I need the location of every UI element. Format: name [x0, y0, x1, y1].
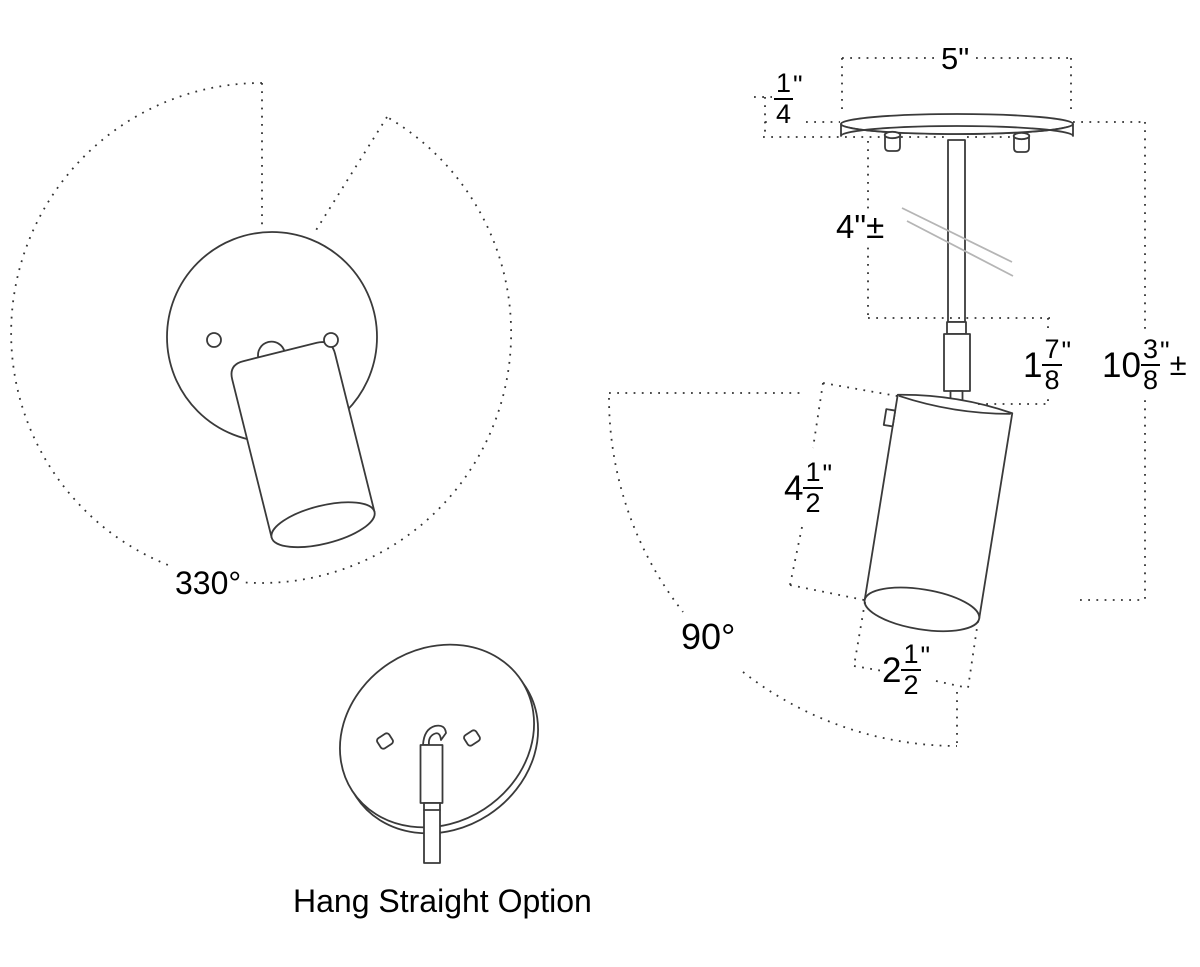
dim-stem-length-label: 4"± [834, 208, 887, 245]
dim-canopy-diameter-label: 5" [939, 41, 972, 76]
side-head-top-rim [898, 395, 1012, 415]
hs-stem [423, 802, 441, 864]
dim-4in-lines [867, 141, 1050, 319]
dim-quarter-lines [754, 96, 1012, 138]
front-head-group [230, 340, 376, 549]
hs-swivel-hook [422, 724, 447, 746]
side-screw-post-left [884, 135, 901, 152]
front-screw-right [323, 332, 339, 348]
side-screw-post-right-top [1012, 131, 1031, 141]
side-stem-collar [946, 321, 967, 335]
dim-412-lines [789, 382, 898, 601]
hs-screw-left [376, 732, 394, 750]
side-swivel-sleeve [943, 333, 971, 392]
hang-straight-caption: Hang Straight Option [291, 883, 594, 919]
rotation-wedge-right-line [312, 116, 388, 236]
front-view-drawing [10, 82, 513, 584]
front-screw-left [206, 332, 222, 348]
hang-straight-drawing [339, 643, 539, 864]
dim-212-lines [853, 601, 979, 689]
tilt-reference-line [609, 392, 958, 744]
side-view-drawing [608, 57, 1146, 747]
dimension-lines [608, 57, 1146, 747]
side-screw-post-right [1013, 136, 1030, 153]
hs-socket [419, 744, 444, 804]
hs-screw-right [463, 729, 481, 747]
side-head-switch-tab [882, 408, 897, 428]
front-head-opening [270, 501, 376, 549]
side-head-body [863, 393, 1014, 620]
rotation-angle-label: 330° [173, 565, 244, 601]
side-head-opening [863, 586, 981, 633]
tilt-arc-90 [608, 397, 958, 747]
side-head-group [863, 393, 1014, 633]
front-head-body [230, 341, 376, 539]
hs-canopy-face [339, 643, 535, 829]
dim-178-lines [978, 318, 1049, 406]
tilt-angle-label: 90° [679, 616, 738, 657]
side-screw-post-left-top [883, 130, 902, 140]
rotation-arc-330 [10, 82, 513, 584]
stem-break-mark [901, 207, 1014, 277]
